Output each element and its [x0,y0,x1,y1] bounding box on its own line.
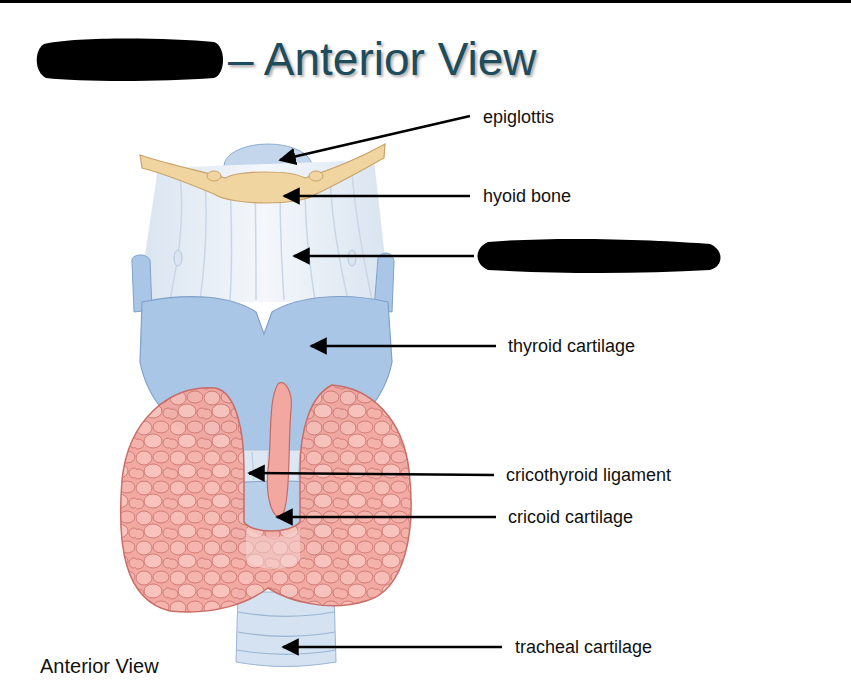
leader-line [249,473,494,475]
leader-line [280,116,470,160]
part-label: cricothyroid ligament [506,464,671,486]
leader-line [284,195,470,198]
top-rule [0,0,851,3]
part-label: tracheal cartilage [515,636,652,658]
hyoid-bone-shape [140,144,385,203]
part-label: thyroid cartilage [508,335,635,357]
leader-line [311,345,496,348]
leader-line [283,646,502,649]
page-title: – Anterior View [228,33,537,85]
redaction [37,39,223,82]
part-label: epiglottis [483,106,554,128]
redaction [478,239,721,273]
part-label: hyoid bone [483,185,571,207]
pyramidal-lobe-shape [267,383,291,517]
figure-caption: Anterior View [40,654,159,678]
part-label: cricoid cartilage [508,506,633,528]
leader-line [294,255,474,258]
leader-line [277,516,496,519]
thyroid-gland-shape [121,385,411,612]
